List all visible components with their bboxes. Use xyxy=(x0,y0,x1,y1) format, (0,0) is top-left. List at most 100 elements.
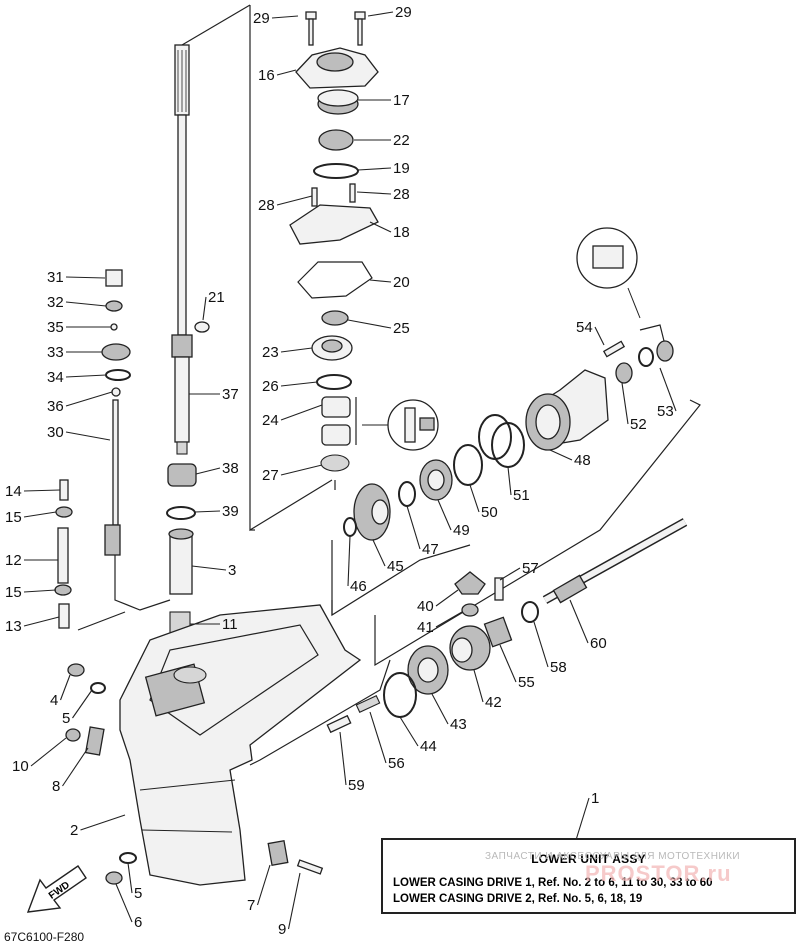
leader-line-21 xyxy=(202,296,207,321)
callout-17: 17 xyxy=(393,92,410,109)
callout-49: 49 xyxy=(453,522,470,539)
leader-line-55 xyxy=(499,644,517,683)
callout-29: 29 xyxy=(253,10,270,27)
leader-line-6 xyxy=(115,883,133,923)
leader-line-5 xyxy=(72,689,93,719)
callout-20: 20 xyxy=(393,274,410,291)
callout-7: 7 xyxy=(247,897,255,914)
leader-line-44 xyxy=(399,716,419,747)
leader-line-30 xyxy=(65,431,111,441)
callout-51: 51 xyxy=(513,487,530,504)
leader-line-23 xyxy=(280,347,313,353)
leader-line-57 xyxy=(499,567,521,581)
callout-14: 14 xyxy=(5,483,22,500)
callout-8: 8 xyxy=(52,778,60,795)
leader-line-29 xyxy=(271,15,299,19)
leader-line-51 xyxy=(507,466,512,496)
callout-35: 35 xyxy=(47,319,64,336)
leader-line-2 xyxy=(80,814,126,831)
callout-15: 15 xyxy=(5,584,22,601)
propeller-shaft-group xyxy=(326,340,688,734)
leader-line-28 xyxy=(356,191,392,195)
callout-3: 3 xyxy=(228,562,236,579)
leader-line-8 xyxy=(62,747,89,787)
callout-32: 32 xyxy=(47,294,64,311)
leader-line-54 xyxy=(594,326,605,346)
legend-line-2: LOWER CASING DRIVE 2, Ref. No. 5, 6, 18,… xyxy=(393,893,643,905)
callout-29: 29 xyxy=(395,4,412,21)
callout-25: 25 xyxy=(393,320,410,337)
leader-line-24 xyxy=(280,404,323,421)
leader-line-40 xyxy=(435,589,459,607)
callout-18: 18 xyxy=(393,224,410,241)
leader-line-46 xyxy=(347,535,351,587)
callout-33: 33 xyxy=(47,344,64,361)
callout-57: 57 xyxy=(522,560,539,577)
callout-10: 10 xyxy=(12,758,29,775)
leader-line-1 xyxy=(575,797,590,841)
leader-line-47 xyxy=(406,505,421,550)
leader-line-43 xyxy=(431,693,449,725)
leader-line-26 xyxy=(280,381,318,387)
drive-shaft xyxy=(171,44,193,455)
callout-23: 23 xyxy=(262,344,279,361)
callout-60: 60 xyxy=(590,635,607,652)
callout-11: 11 xyxy=(222,616,238,633)
leader-line-38 xyxy=(195,467,221,475)
leader-line-3 xyxy=(191,565,227,571)
callout-19: 19 xyxy=(393,160,410,177)
callout-15: 15 xyxy=(5,509,22,526)
callout-52: 52 xyxy=(630,416,647,433)
leader-line-10 xyxy=(30,737,67,767)
leader-line-36 xyxy=(65,391,113,407)
leader-line-20 xyxy=(369,279,392,283)
leader-line-49 xyxy=(437,499,452,531)
callout-50: 50 xyxy=(481,504,498,521)
diagram-code: 67C6100-F280 xyxy=(4,930,85,944)
leader-line-15 xyxy=(23,589,57,593)
callout-21: 21 xyxy=(208,289,225,306)
legend-line-1: LOWER CASING DRIVE 1, Ref. No. 2 to 6, 1… xyxy=(393,877,713,889)
water-pump-group xyxy=(194,11,379,472)
callout-41: 41 xyxy=(417,619,434,636)
callout-38: 38 xyxy=(222,460,239,477)
leader-line-19 xyxy=(357,167,392,171)
shift-rod-group xyxy=(54,269,131,629)
leader-line-15 xyxy=(23,511,57,518)
callout-44: 44 xyxy=(420,738,437,755)
legend-title: LOWER UNIT ASSY xyxy=(531,852,646,866)
leader-line-28 xyxy=(276,195,313,206)
callout-5: 5 xyxy=(134,885,142,902)
leader-line-59 xyxy=(339,731,347,786)
watermark-text: ЗАПЧАСТИ И АКСЕССУАРЫ ДЛЯ МОТОТЕХНИКИ xyxy=(485,851,741,862)
callout-9: 9 xyxy=(278,921,286,938)
callout-54: 54 xyxy=(576,319,593,336)
callout-47: 47 xyxy=(422,541,439,558)
leader-line-56 xyxy=(369,711,387,764)
leader-line-45 xyxy=(372,539,386,567)
callout-1: 1 xyxy=(591,790,599,807)
leader-line-39 xyxy=(194,510,221,513)
leader-line-53 xyxy=(659,367,677,412)
leader-line-16 xyxy=(276,69,297,76)
leader-line-18 xyxy=(369,221,392,233)
callout-12: 12 xyxy=(5,552,22,569)
callout-5: 5 xyxy=(62,710,70,727)
shaft-bearing-group xyxy=(166,463,197,637)
forward-arrow: FWD xyxy=(26,865,87,913)
callout-36: 36 xyxy=(47,398,64,415)
leader-line-14 xyxy=(23,489,61,492)
callout-4: 4 xyxy=(50,692,58,709)
callout-27: 27 xyxy=(262,467,279,484)
lower-casing xyxy=(119,604,362,886)
leader-line-4 xyxy=(59,674,71,701)
callout-6: 6 xyxy=(134,914,142,931)
callout-16: 16 xyxy=(258,67,275,84)
leader-line-34 xyxy=(65,374,107,378)
leader-line-5 xyxy=(127,862,133,894)
callout-48: 48 xyxy=(574,452,591,469)
callout-26: 26 xyxy=(262,378,279,395)
callout-53: 53 xyxy=(657,403,674,420)
assembly-legend: LOWER UNIT ASSY LOWER CASING DRIVE 1, Re… xyxy=(381,838,796,914)
